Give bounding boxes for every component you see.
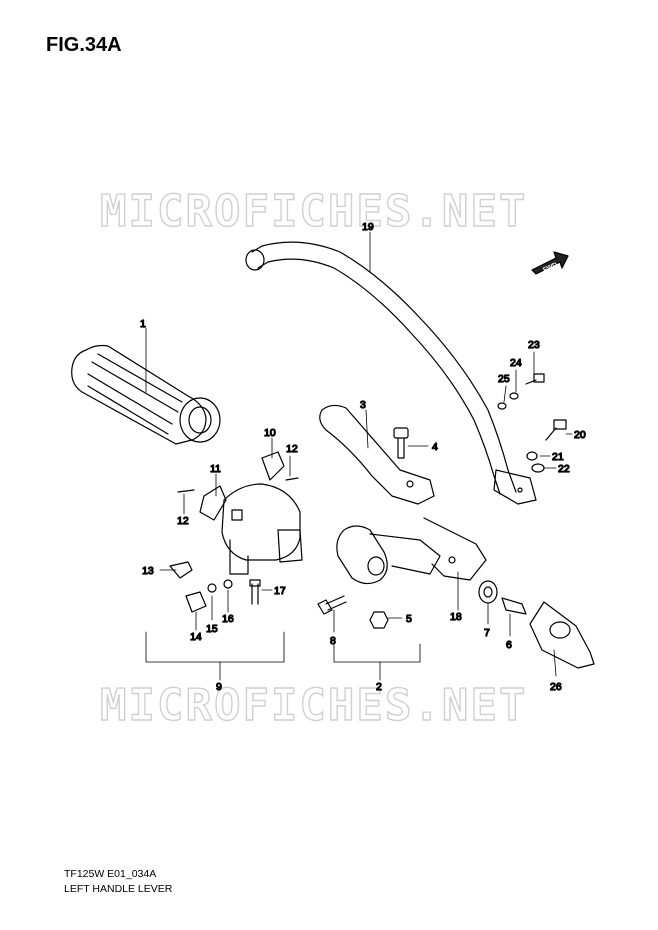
fwd-arrow: FWD [531,251,569,275]
pivot-bolt-drawing [393,427,409,459]
callout-8: 8 [330,635,336,647]
bolt-nut-drawing [317,595,389,629]
fasteners-drawing [497,373,567,473]
callout-7: 7 [484,627,490,639]
footer-model-code: TF125W E01_034A [64,868,157,880]
leader-lines [145,231,573,681]
callout-2: 2 [376,681,382,693]
watermark-top: MICROFICHES.NET [99,185,528,237]
callout-26: 26 [550,681,562,693]
callout-4: 4 [432,441,438,453]
callout-3: 3 [360,399,366,411]
callout-6: 6 [506,639,512,651]
lever-holder-drawing [336,517,487,585]
watermark-bottom: MICROFICHES.NET [99,679,528,731]
grip-drawing [71,344,221,445]
callout-12b: 12 [286,443,298,455]
callout-1: 1 [140,318,146,330]
callout-22: 22 [558,463,570,475]
callout-12a: 12 [177,515,189,527]
switch-assembly-drawing [169,451,303,613]
callout-9: 9 [216,681,222,693]
callout-21: 21 [552,451,564,463]
callout-15: 15 [206,623,218,635]
callouts: 1 2 3 4 5 6 7 8 9 10 11 12 12 13 14 15 1… [139,220,586,693]
adjuster-drawing [478,580,527,615]
callout-24: 24 [510,357,522,369]
lever-drawing [319,404,435,505]
figure-title: FIG.34A [46,34,122,56]
callout-19: 19 [362,221,374,233]
callout-16: 16 [222,613,234,625]
handlebar-drawing [245,241,537,505]
callout-5: 5 [406,613,412,625]
callout-23: 23 [528,339,540,351]
callout-20: 20 [574,429,586,441]
callout-18: 18 [450,611,462,623]
callout-14: 14 [190,631,202,643]
callout-25: 25 [498,373,510,385]
callout-10: 10 [264,427,276,439]
callout-11: 11 [210,463,221,475]
footer-title: LEFT HANDLE LEVER [64,883,173,895]
callout-13: 13 [142,565,154,577]
lever-cover-drawing [529,601,595,669]
callout-17: 17 [274,585,286,597]
